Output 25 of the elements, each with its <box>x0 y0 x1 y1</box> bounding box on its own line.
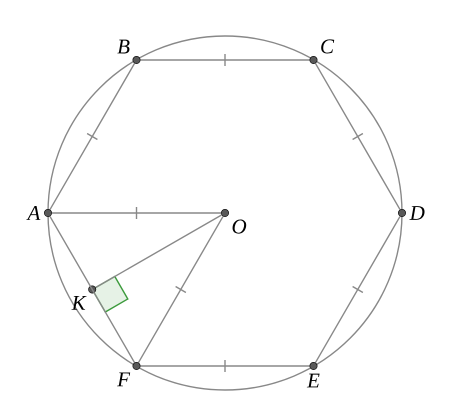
segment <box>52 212 222 214</box>
point: A <box>26 206 52 220</box>
segment <box>95 214 222 288</box>
node-label: K <box>71 296 87 310</box>
point: O <box>221 209 246 234</box>
node-label: D <box>409 206 425 220</box>
segment <box>138 216 224 363</box>
node-label: E <box>306 374 320 388</box>
node-label: C <box>321 39 334 54</box>
point: E <box>306 362 320 388</box>
node-label: A <box>26 206 40 220</box>
node-label: O <box>232 220 246 234</box>
point: D <box>398 206 425 220</box>
segment <box>314 63 401 210</box>
point: K <box>71 286 96 310</box>
segment <box>140 59 310 61</box>
node-label: F <box>117 372 130 386</box>
point: B <box>117 40 140 64</box>
segment <box>140 365 310 367</box>
point: C <box>310 39 334 64</box>
point: F <box>117 362 140 386</box>
node-label: B <box>117 40 130 54</box>
segment <box>49 216 136 363</box>
segment <box>49 63 136 210</box>
segment <box>314 216 401 363</box>
